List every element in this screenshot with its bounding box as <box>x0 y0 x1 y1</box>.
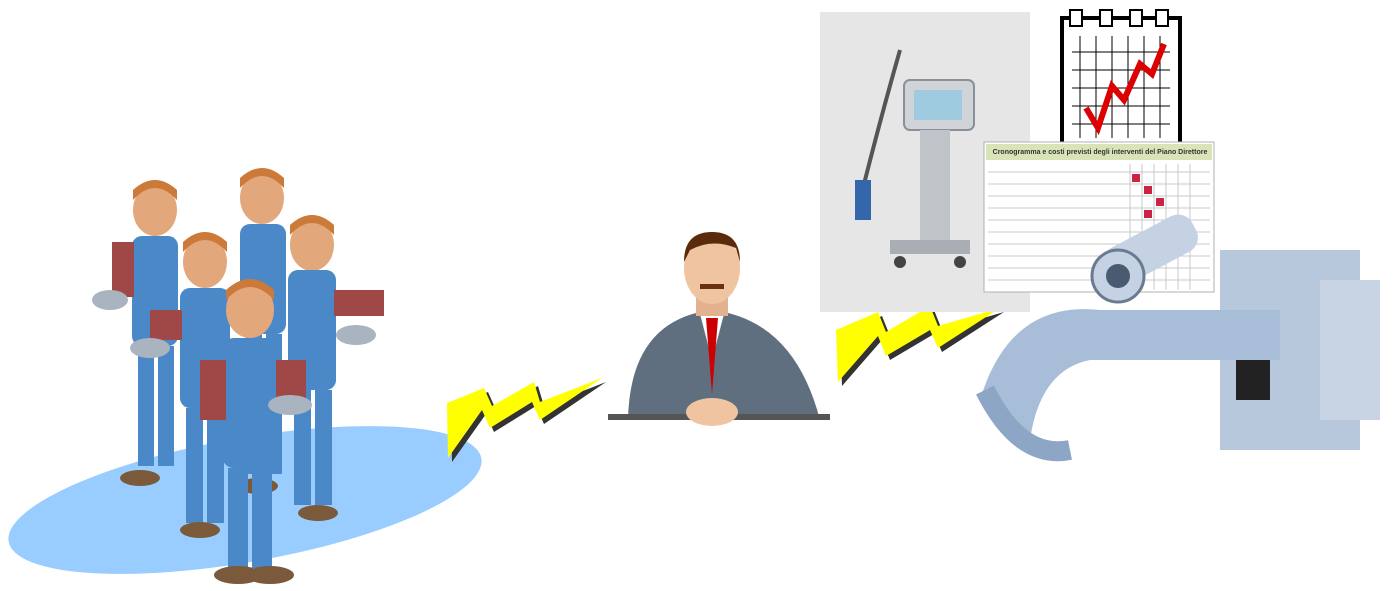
manager-icon <box>608 232 830 426</box>
lightning-bolt-icon <box>836 306 1004 386</box>
document-title: Cronogramma e costi previsti degli inter… <box>988 146 1212 160</box>
growth-chart-clipboard-icon <box>1062 10 1180 148</box>
